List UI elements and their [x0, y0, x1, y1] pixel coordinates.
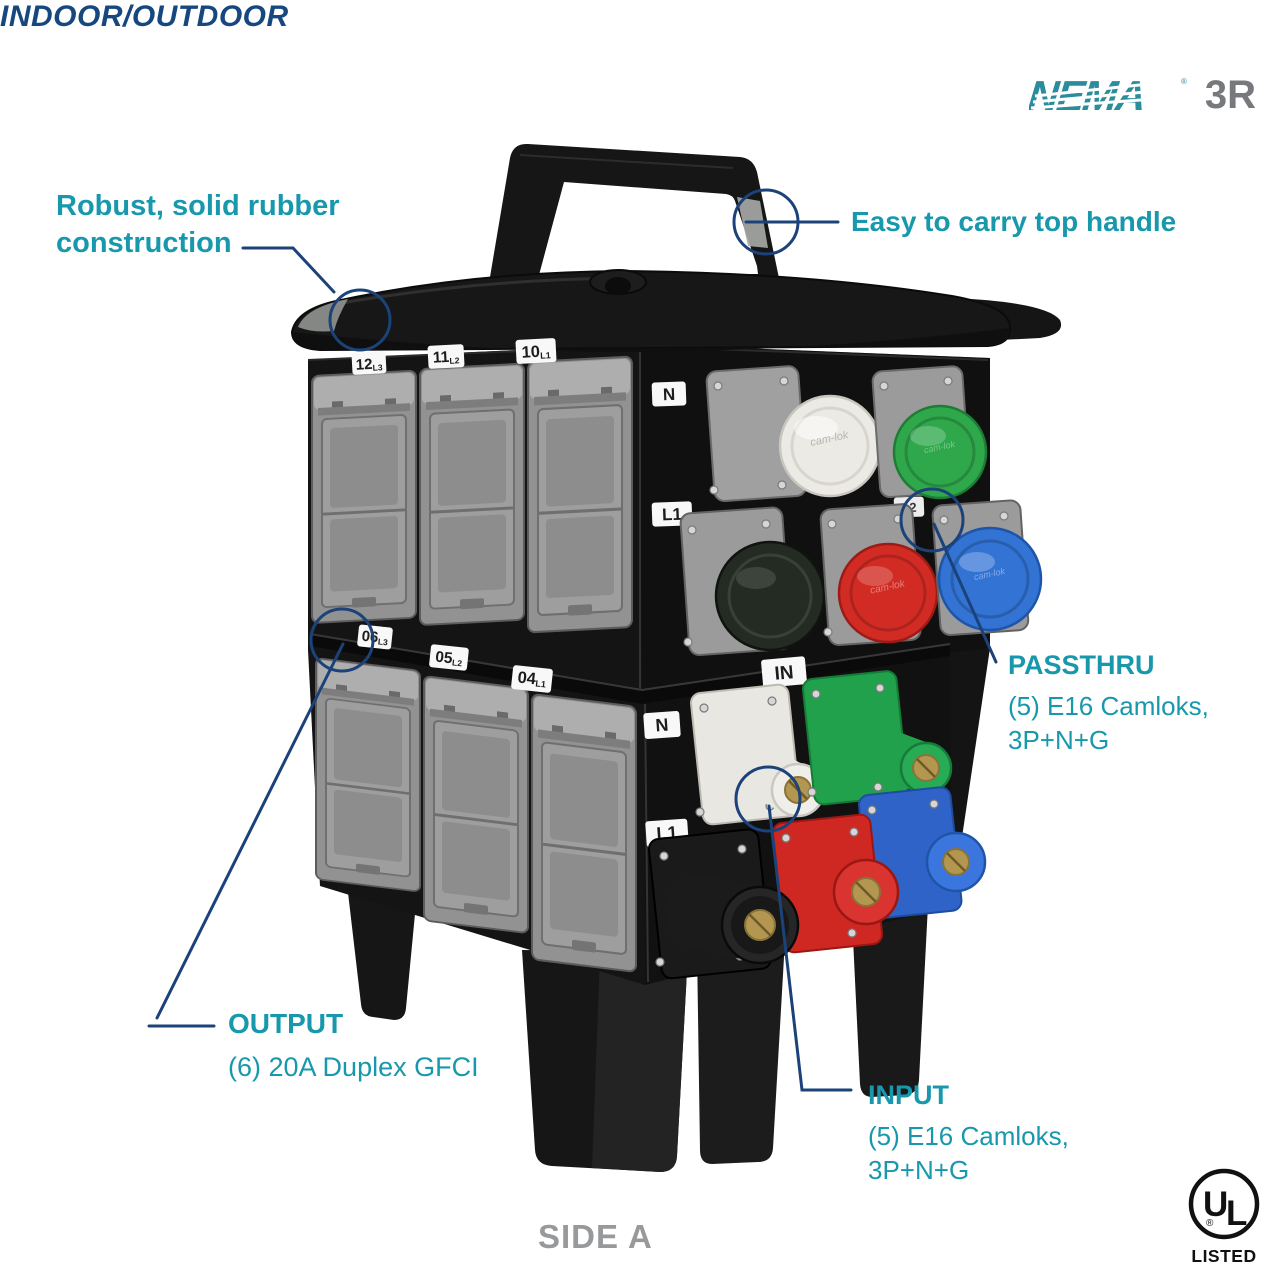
passthru-camlok-green: cam-lok: [871, 365, 988, 500]
ul-listed-text: LISTED: [1191, 1246, 1256, 1266]
input-label-n: N: [643, 710, 681, 740]
passthru-detail: (5) E16 Camloks, 3P+N+G: [1008, 691, 1209, 755]
gfci-circuit-labels: 12L3 11L2 10L1 06L3 05L2 04L1: [351, 338, 557, 693]
cap-green: [892, 404, 988, 500]
handle-callout: Easy to carry top handle: [851, 206, 1177, 237]
ul-listed-badge: U L ® LISTED: [1188, 1168, 1260, 1266]
input-title: INPUT: [868, 1080, 949, 1110]
nema-logo: NEMA ®: [1029, 72, 1187, 118]
gfci-label-04: 04L1: [517, 669, 548, 690]
callout-line-output: [147, 642, 345, 1028]
passthru-callout: PASSTHRU (5) E16 Camloks, 3P+N+G: [1008, 648, 1258, 758]
box-seam: [310, 634, 950, 704]
svg-text:N: N: [663, 385, 676, 404]
output-title: OUTPUT: [228, 1008, 344, 1039]
ul-registered-mark: ®: [1206, 1218, 1214, 1229]
output-callout: OUTPUT (6) 20A Duplex GFCI: [228, 1008, 479, 1083]
construction-callout: Robust, solid rubber construction: [56, 188, 340, 262]
cap-red: [837, 542, 939, 644]
passthru-camlok-black: [679, 506, 826, 656]
gfci-cover-11: [418, 362, 526, 627]
callout-circle-output: [309, 607, 375, 673]
leg-front-right: [697, 940, 785, 1164]
gfci-label-12: 12L3: [355, 355, 383, 373]
construction-line1: Robust, solid rubber: [56, 190, 340, 222]
callout-circle-input: [734, 765, 802, 833]
output-detail: (6) 20A Duplex GFCI: [228, 1052, 479, 1082]
input-camlok-red: [771, 813, 900, 954]
cap-blue: [937, 526, 1043, 632]
gfci-bank-upper: [310, 354, 634, 634]
gfci-label-10: 10L1: [521, 342, 551, 361]
callout-circle-handle: [732, 188, 800, 256]
ul-letter-u: U: [1203, 1185, 1228, 1224]
passthru-camlok-red: cam-lok: [819, 503, 939, 646]
ul-circle: [1188, 1168, 1260, 1240]
gfci-label-06: 06L3: [361, 628, 390, 648]
construction-line2: construction: [56, 227, 232, 260]
callout-line-construction: [241, 246, 336, 294]
nema-registered-mark: ®: [1181, 77, 1187, 86]
cap-black: [714, 540, 826, 652]
ul-letter-l: L: [1226, 1194, 1247, 1233]
passthru-label-n: N: [651, 381, 687, 407]
callout-circle-construction: [328, 288, 392, 352]
input-detail: (5) E16 Camloks, 3P+N+G: [868, 1121, 1069, 1185]
gfci-label-05: 05L2: [434, 649, 463, 669]
input-section: IN N: [643, 656, 987, 980]
svg-text:IN: IN: [774, 662, 795, 685]
svg-text:L1: L1: [662, 505, 682, 525]
gfci-label-11: 11L2: [432, 348, 459, 366]
callout-circle-passthru: [899, 487, 965, 553]
svg-text:N: N: [655, 715, 669, 736]
passthru-camlok-blue: cam-lok: [931, 499, 1043, 637]
indoor-outdoor-label: INDOOR/OUTDOOR: [0, 0, 289, 33]
nema-logo-streaks: [1030, 79, 1181, 110]
nema-rating-text: 3R: [1204, 73, 1256, 117]
passthru-title: PASSTHRU: [1008, 650, 1155, 680]
input-camlok-black: [647, 828, 800, 980]
input-camlok-white: [689, 683, 826, 826]
input-callout: INPUT (5) E16 Camloks, 3P+N+G: [868, 1078, 1118, 1188]
gfci-cover-05: [422, 674, 530, 935]
callout-line-input: [767, 804, 853, 1092]
gfci-cover-12: [310, 369, 418, 625]
nema-rating-badge: NEMA ® 3R: [1029, 72, 1256, 118]
gfci-cover-04: [530, 692, 638, 974]
side-a-label: SIDE A: [538, 1218, 653, 1255]
passthru-camlok-white: cam-lok: [705, 365, 882, 503]
roof-highlight: [298, 299, 348, 332]
leg-back-left: [347, 884, 417, 1020]
gfci-cover-10: [526, 354, 634, 634]
cap-white: [778, 394, 882, 498]
callout-graphics: [147, 188, 998, 1092]
passthru-section: N L1 L2 cam-lok cam-lok: [651, 365, 1043, 656]
roof-lid: [290, 269, 1062, 352]
input-label-in: IN: [761, 656, 807, 688]
gfci-cover-06: [314, 656, 422, 894]
